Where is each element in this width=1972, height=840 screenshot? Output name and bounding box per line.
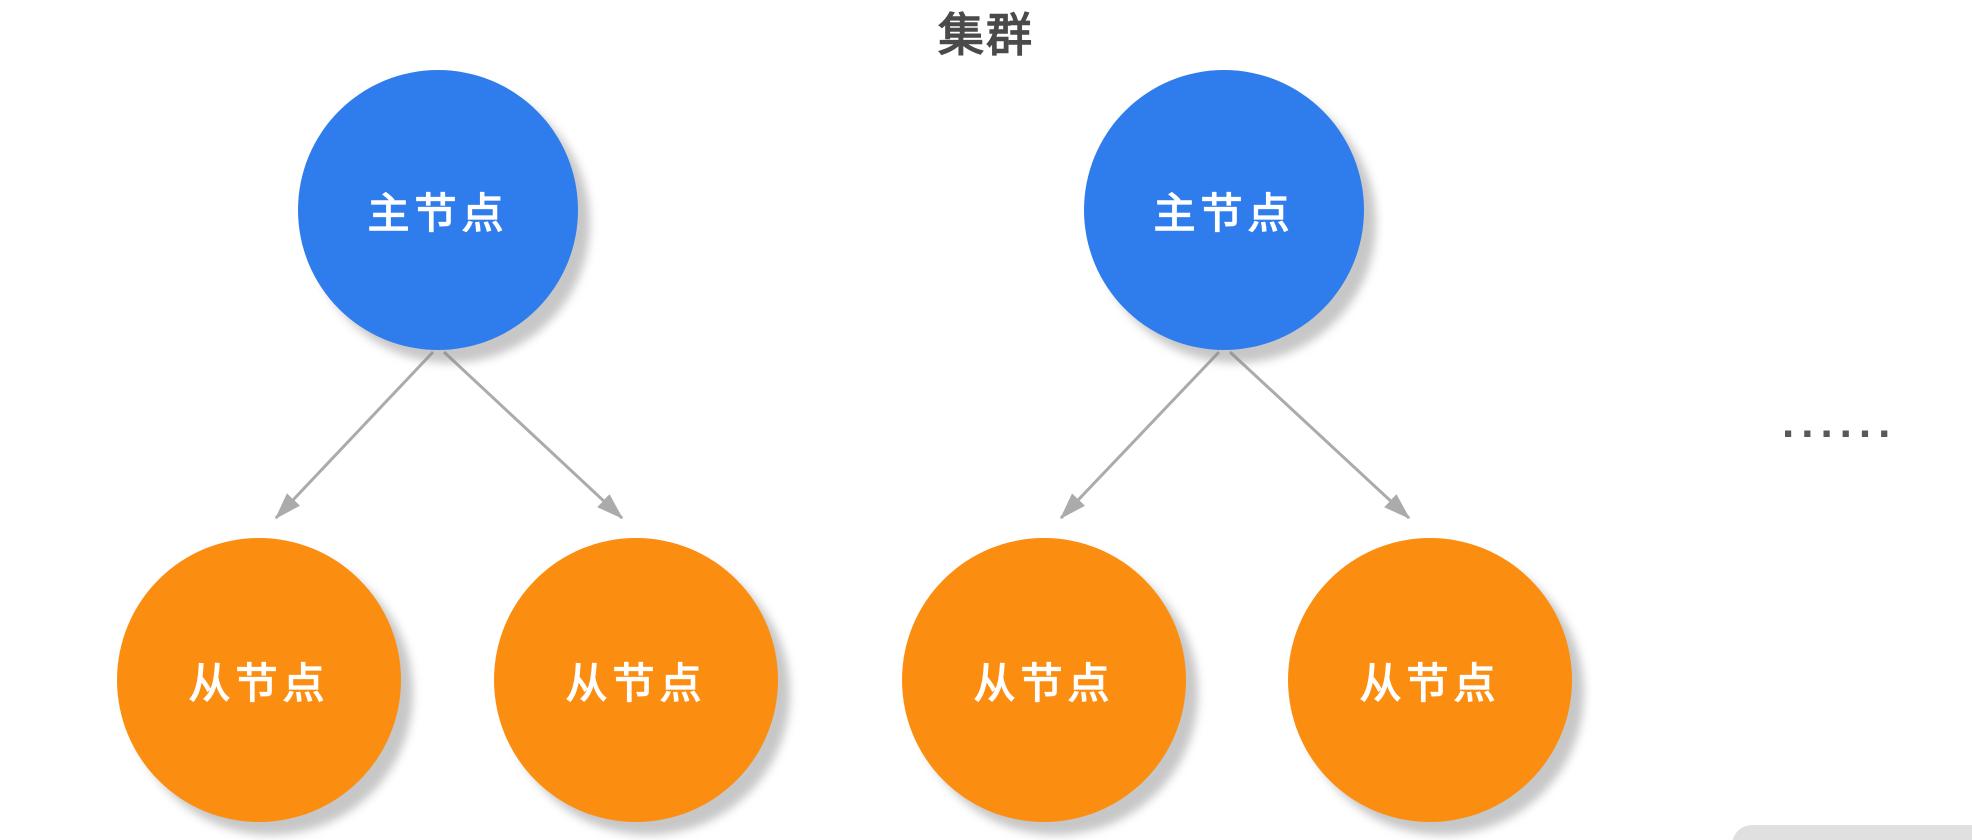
corner-panel xyxy=(1732,825,1972,840)
slave-node-1: 从节点 xyxy=(117,538,401,822)
arrow-master1-to-slave2 xyxy=(442,350,624,520)
arrow-master1-to-slave1 xyxy=(274,350,435,520)
master-node-1: 主节点 xyxy=(298,70,578,350)
slave-node-2: 从节点 xyxy=(494,538,778,822)
arrow-master2-to-slave4 xyxy=(1228,350,1411,520)
slave-node-1-label: 从节点 xyxy=(188,659,330,707)
slave-node-3: 从节点 xyxy=(902,538,1186,822)
arrow-master2-to-slave3 xyxy=(1059,350,1221,520)
slave-node-2-label: 从节点 xyxy=(565,659,707,707)
master-node-1-label: 主节点 xyxy=(367,189,509,237)
slave-node-4-label: 从节点 xyxy=(1359,659,1501,707)
master-node-2: 主节点 xyxy=(1084,70,1364,350)
slave-node-3-label: 从节点 xyxy=(973,659,1115,707)
slave-node-4: 从节点 xyxy=(1288,538,1572,822)
master-node-2-label: 主节点 xyxy=(1153,189,1295,237)
more-clusters-ellipsis: ...... xyxy=(1782,398,1898,447)
diagram-title: 集群 xyxy=(938,9,1034,61)
